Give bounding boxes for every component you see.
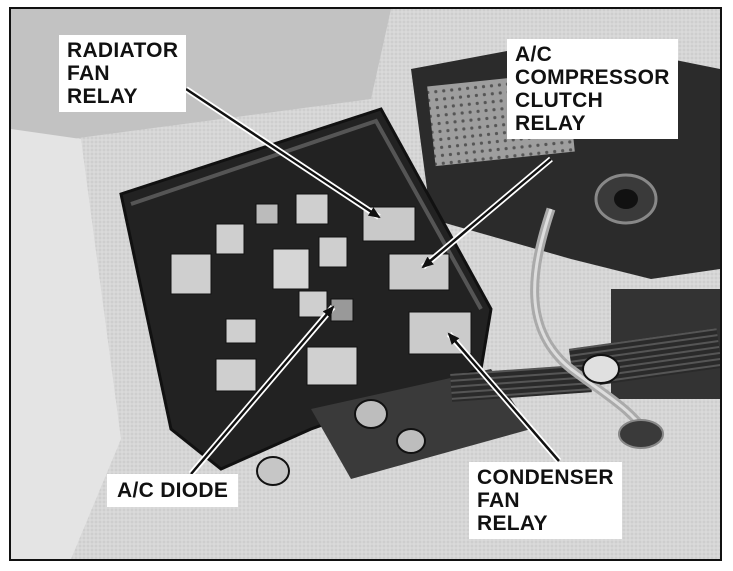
ac-diode-label: A/C DIODE: [107, 474, 239, 507]
relay-block: [318, 236, 348, 268]
bolt-head: [256, 456, 290, 486]
relay-block: [298, 290, 328, 318]
condenser-fan-relay: [408, 311, 472, 355]
relay-block: [306, 346, 358, 386]
left-wall: [11, 129, 121, 559]
relay-block: [255, 203, 279, 225]
ac-diode: [330, 298, 354, 322]
ac-compressor-clutch-relay: [388, 253, 450, 291]
terminal-nut: [614, 189, 638, 209]
ac-compressor-clutch-relay-label: A/C COMPRESSOR CLUTCH RELAY: [507, 39, 678, 139]
bolt-head: [396, 428, 426, 454]
relay-block: [215, 358, 257, 392]
cable-clamp: [582, 354, 620, 384]
cable-terminal: [618, 419, 664, 449]
relay-block: [295, 193, 329, 225]
relay-block: [170, 253, 212, 295]
condenser-fan-relay-label: CONDENSER FAN RELAY: [469, 462, 622, 539]
radiator-fan-relay-label: RADIATOR FAN RELAY: [59, 35, 187, 112]
photo-frame: RADIATOR FAN RELAY A/C COMPRESSOR CLUTCH…: [9, 7, 722, 561]
bolt-head: [354, 399, 388, 429]
relay-block: [225, 318, 257, 344]
relay-block: [272, 248, 310, 290]
radiator-fan-relay: [362, 206, 416, 242]
relay-block: [215, 223, 245, 255]
